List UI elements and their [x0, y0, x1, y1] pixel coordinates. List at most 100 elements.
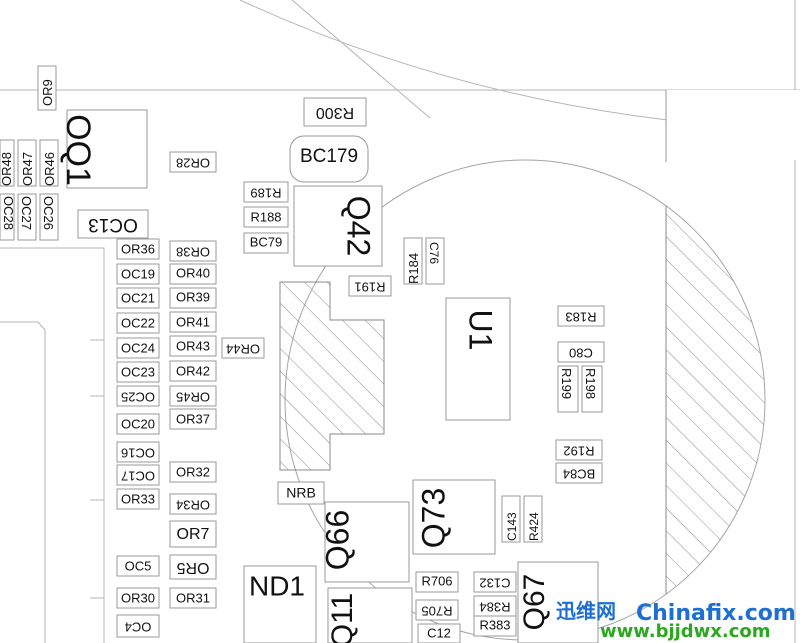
- r300-body: [303, 97, 367, 127]
- label-or45: OR45: [176, 390, 210, 405]
- r198-body: [581, 365, 603, 413]
- label-oc4: OC4: [125, 620, 152, 635]
- r706-body: [415, 571, 459, 593]
- r705-body: [415, 599, 459, 621]
- label-nd1: ND1: [249, 570, 305, 601]
- nrb-body: [277, 481, 325, 505]
- label-or36: OR36: [121, 241, 155, 256]
- label-c80: C80: [569, 346, 593, 361]
- label-oc27: OC27: [19, 196, 34, 230]
- oc27-body: [17, 193, 37, 241]
- label-or47: OR47: [20, 152, 35, 186]
- label-r383: R383: [479, 617, 510, 632]
- r188-body: [243, 206, 289, 228]
- label-r183: R183: [565, 310, 596, 325]
- label-or40: OR40: [176, 265, 210, 280]
- bc84-body: [555, 462, 603, 484]
- label-r705: R705: [421, 604, 452, 619]
- label-bc79: BC79: [250, 234, 283, 249]
- watermark-url: www.bjjdwx.com: [600, 621, 771, 642]
- label-oc24: OC24: [121, 340, 155, 355]
- label-or39: OR39: [176, 289, 210, 304]
- label-r300: R300: [316, 104, 354, 121]
- label-or34: OR34: [176, 498, 210, 513]
- label-or44: OR44: [226, 342, 260, 357]
- label-or46: OR46: [42, 152, 57, 186]
- label-oq1: OQ1: [59, 114, 97, 186]
- label-q11: Q11: [326, 593, 359, 643]
- label-c12: C12: [427, 625, 451, 640]
- oc28-body: [0, 193, 15, 241]
- or9-body: [37, 65, 57, 111]
- label-oc23: OC23: [121, 364, 155, 379]
- r183-body: [557, 305, 605, 327]
- label-bc179: BC179: [300, 146, 358, 167]
- label-c132: C132: [479, 576, 510, 591]
- label-or32: OR32: [176, 464, 210, 479]
- q67-body: [517, 561, 599, 643]
- label-oc16: OC16: [121, 446, 155, 461]
- or28-body: [169, 151, 217, 173]
- c12-body: [417, 623, 461, 643]
- label-or9: OR9: [40, 79, 55, 106]
- label-oc20: OC20: [121, 416, 155, 431]
- q73-body: [412, 479, 496, 555]
- label-oc22: OC22: [121, 315, 155, 330]
- oq1-body: [66, 109, 148, 189]
- label-r191: R191: [354, 280, 385, 295]
- label-or30: OR30: [121, 590, 155, 605]
- r383-body: [473, 615, 517, 637]
- label-u1: U1: [463, 310, 499, 351]
- r199-body: [557, 365, 579, 413]
- label-oc25: OC25: [121, 390, 155, 405]
- label-r188: R188: [250, 209, 281, 224]
- label-or42: OR42: [176, 363, 210, 378]
- label-or37: OR37: [176, 411, 210, 426]
- label-q66: Q66: [319, 510, 355, 570]
- label-q67: Q67: [518, 574, 551, 631]
- label-or33: OR33: [121, 491, 155, 506]
- label-r199: R199: [559, 368, 574, 399]
- label-r706: R706: [421, 573, 452, 588]
- nd1-body: [243, 565, 317, 643]
- q11-body: [327, 587, 413, 643]
- r189-body: [243, 181, 289, 203]
- label-oc26: OC26: [41, 196, 56, 230]
- label-or31: OR31: [176, 590, 210, 605]
- label-or7: OR7: [177, 526, 210, 543]
- label-or48: OR48: [0, 152, 14, 186]
- watermark-left: 迅维网: [556, 599, 616, 623]
- label-c76: C76: [427, 242, 441, 264]
- r191-body: [348, 275, 392, 297]
- label-or28: OR28: [176, 156, 210, 171]
- c76-body: [425, 237, 445, 285]
- label-oc5: OC5: [125, 558, 152, 573]
- label-r384: R384: [479, 600, 510, 615]
- c80-body: [557, 341, 605, 363]
- label-nrb: NRB: [286, 485, 316, 501]
- label-q42: Q42: [341, 196, 377, 256]
- watermark: 迅维网 Chinafix.com www.bjjdwx.com: [556, 599, 796, 642]
- q42-body: [293, 185, 383, 267]
- label-q73: Q73: [415, 488, 451, 548]
- or44-body: [221, 337, 265, 359]
- label-or5: OR5: [176, 559, 209, 576]
- r192-body: [555, 439, 603, 461]
- label-oc17: OC17: [121, 469, 155, 484]
- label-oc21: OC21: [121, 290, 155, 305]
- oc26-body: [39, 193, 59, 241]
- c132-body: [473, 571, 517, 593]
- or46-body: [39, 139, 59, 187]
- watermark-right: Chinafix.com: [636, 601, 796, 626]
- or48-body: [0, 139, 15, 187]
- label-oc28: OC28: [1, 196, 16, 230]
- u1-body: [445, 297, 511, 421]
- label-or41: OR41: [176, 314, 210, 329]
- c143-body: [501, 495, 521, 543]
- hatched-left-block: [279, 281, 385, 471]
- component-bodies: [0, 65, 605, 643]
- label-or43: OR43: [176, 338, 210, 353]
- r424-body: [523, 495, 543, 543]
- label-oc13: OC13: [88, 214, 138, 235]
